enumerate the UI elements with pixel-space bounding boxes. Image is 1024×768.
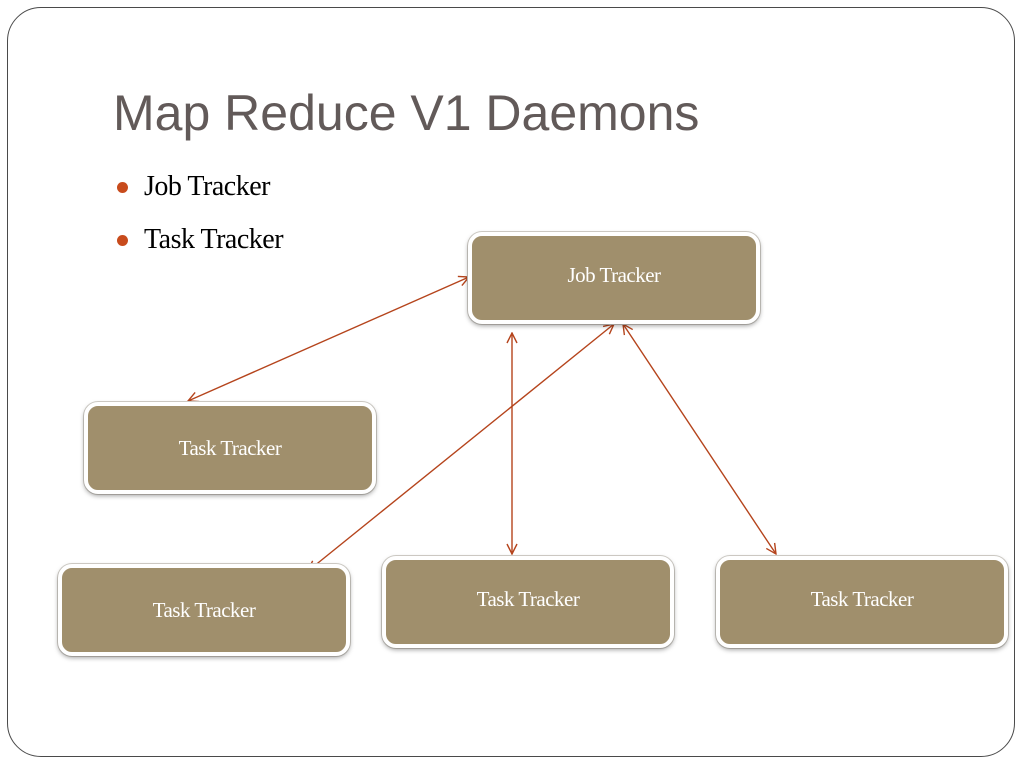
task-tracker-label: Task Tracker (152, 597, 256, 622)
task-tracker-label: Task Tracker (810, 586, 914, 611)
task-tracker-node-1: Task Tracker (84, 402, 376, 494)
task-tracker-node-2: Task Tracker (58, 564, 350, 656)
bullet-text: Job Tracker (144, 171, 270, 202)
slide-title: Map Reduce V1 Daemons (113, 85, 700, 141)
task-tracker-label: Task Tracker (178, 435, 282, 460)
task-tracker-node-3: Task Tracker (382, 556, 674, 648)
bullet-item-job-tracker: Job Tracker (117, 171, 283, 224)
task-tracker-node-4: Task Tracker (716, 556, 1008, 648)
job-tracker-label: Job Tracker (567, 262, 661, 287)
job-tracker-node: Job Tracker (468, 232, 760, 324)
bullet-dot-icon (117, 235, 128, 246)
bullet-dot-icon (117, 182, 128, 193)
bullet-text: Task Tracker (144, 224, 284, 255)
task-tracker-label: Task Tracker (476, 586, 580, 611)
bullet-list: Job Tracker Task Tracker (117, 171, 284, 277)
bullet-item-task-tracker: Task Tracker (117, 224, 284, 277)
